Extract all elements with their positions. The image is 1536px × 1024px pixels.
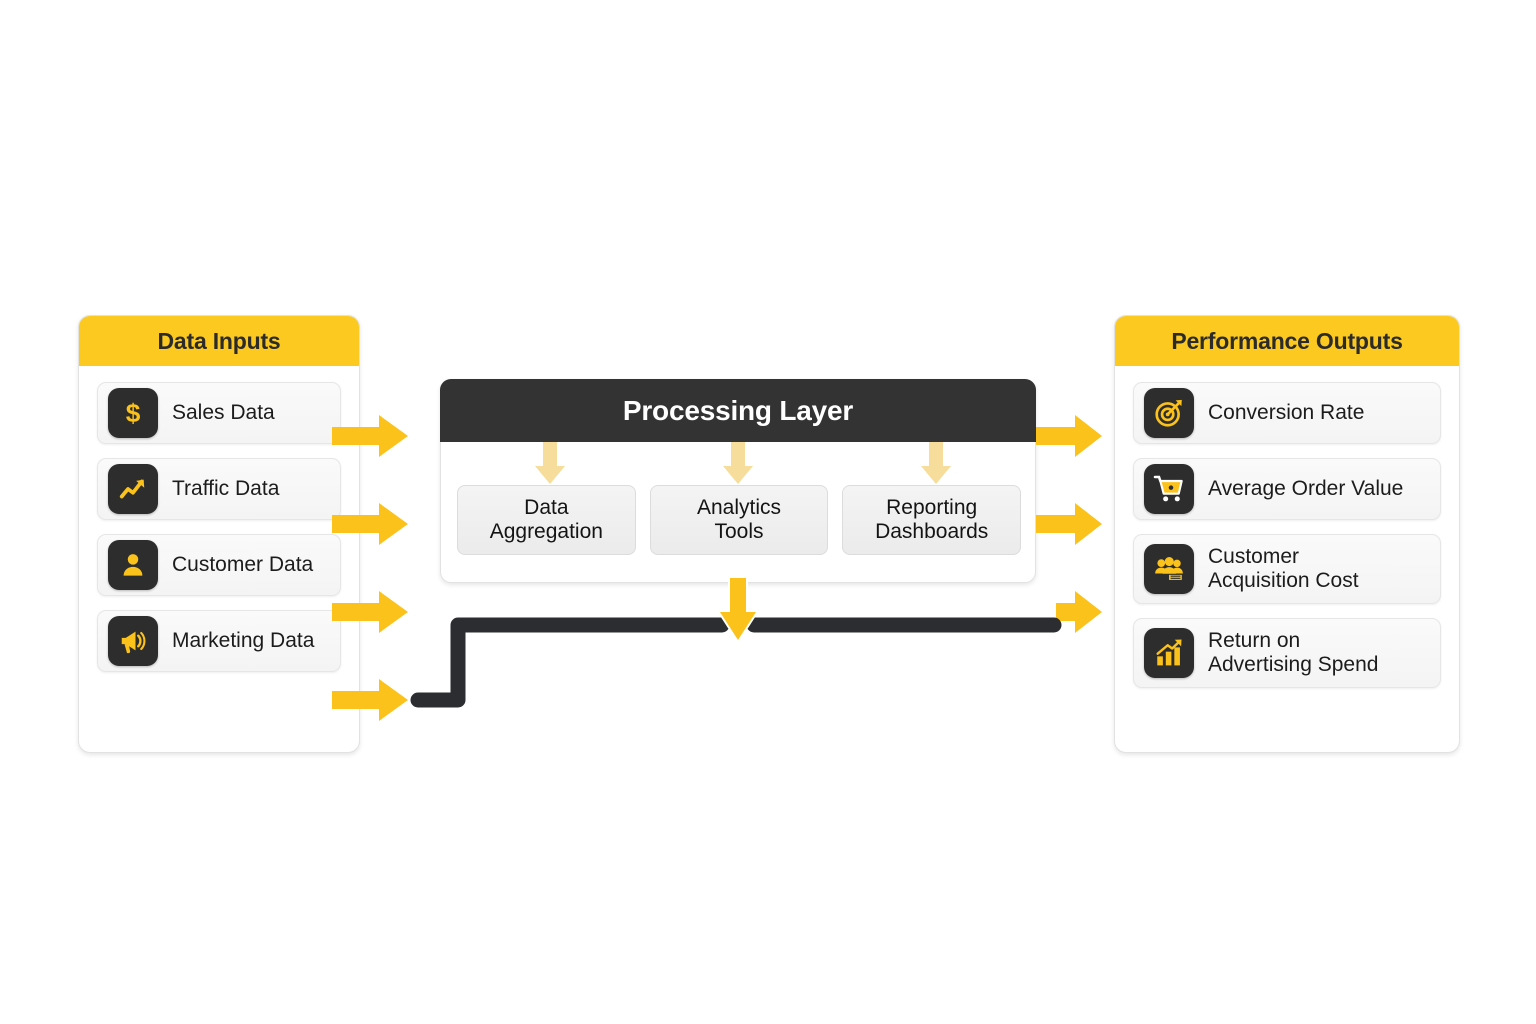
target-bullseye-icon	[1144, 388, 1194, 438]
input-item-label: Sales Data	[172, 401, 275, 425]
processing-stage-list: Data Aggregation Analytics Tools Reporti…	[457, 485, 1022, 555]
megaphone-icon	[108, 616, 158, 666]
people-group-icon	[1144, 544, 1194, 594]
processing-box-analytics-tools[interactable]: Analytics Tools	[649, 485, 829, 555]
input-item-label: Traffic Data	[172, 477, 280, 501]
processing-box-reporting-dashboards[interactable]: Reporting Dashboards	[842, 485, 1022, 555]
arrow-marketing-to-feedback	[332, 678, 408, 722]
arrow-to-data-aggregation	[532, 442, 568, 484]
arrow-processing-to-feedback-loop	[716, 578, 760, 640]
arrow-to-reporting-dashboards	[918, 442, 954, 484]
input-item-label: Customer Data	[172, 553, 314, 577]
output-item-average-order-value[interactable]: Average Order Value	[1133, 458, 1441, 520]
output-item-label: Return on Advertising Spend	[1208, 629, 1379, 676]
data-inputs-list: $ Sales Data Traffic Data	[79, 366, 359, 752]
output-item-label: Customer Acquisition Cost	[1208, 545, 1359, 592]
performance-outputs-header: Performance Outputs	[1115, 316, 1459, 366]
trend-up-chart-icon	[108, 464, 158, 514]
arrow-to-analytics-tools	[720, 442, 756, 484]
svg-text:$: $	[126, 398, 141, 428]
input-item-sales-data[interactable]: $ Sales Data	[97, 382, 341, 444]
data-inputs-panel: Data Inputs $ Sales Data Traffic Data	[78, 315, 360, 753]
performance-outputs-list: Conversion Rate Average Order Value	[1115, 366, 1459, 752]
arrow-feedback-to-customer-acquisition-cost	[1056, 590, 1102, 634]
bar-chart-growth-icon	[1144, 628, 1194, 678]
processing-box-data-aggregation[interactable]: Data Aggregation	[457, 485, 636, 555]
arrow-traffic-to-processing	[332, 502, 408, 546]
arrow-processing-to-conversion-rate	[1036, 414, 1102, 458]
output-item-return-on-advertising-spend[interactable]: Return on Advertising Spend	[1133, 618, 1441, 688]
arrow-customer-to-processing	[332, 590, 408, 634]
processing-layer-header: Processing Layer	[440, 379, 1036, 442]
arrow-sales-to-processing	[332, 414, 408, 458]
input-item-marketing-data[interactable]: Marketing Data	[97, 610, 341, 672]
dollar-sign-icon: $	[108, 388, 158, 438]
performance-outputs-panel: Performance Outputs Conversion Rate	[1114, 315, 1460, 753]
input-item-traffic-data[interactable]: Traffic Data	[97, 458, 341, 520]
output-item-label: Average Order Value	[1208, 477, 1404, 501]
input-item-label: Marketing Data	[172, 629, 315, 653]
output-item-conversion-rate[interactable]: Conversion Rate	[1133, 382, 1441, 444]
person-icon	[108, 540, 158, 590]
data-inputs-header: Data Inputs	[79, 316, 359, 366]
input-item-customer-data[interactable]: Customer Data	[97, 534, 341, 596]
output-item-customer-acquisition-cost[interactable]: Customer Acquisition Cost	[1133, 534, 1441, 604]
shopping-cart-icon	[1144, 464, 1194, 514]
output-item-label: Conversion Rate	[1208, 401, 1365, 425]
arrow-processing-to-average-order-value	[1036, 502, 1102, 546]
